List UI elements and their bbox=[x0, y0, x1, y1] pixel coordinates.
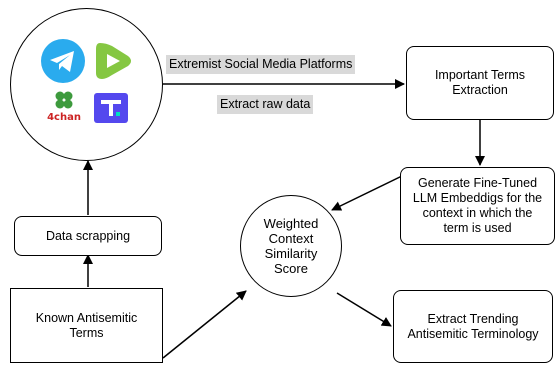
rumble-icon bbox=[92, 37, 136, 90]
extract-raw-data-label: Extract raw data bbox=[217, 95, 314, 114]
data-scrapping-box: Data scrapping bbox=[14, 216, 162, 256]
platforms-label: Extremist Social Media Platforms bbox=[166, 55, 356, 74]
4chan-icon: 4chan bbox=[44, 90, 84, 123]
arrow-embeddings-to-score bbox=[331, 174, 405, 211]
truth-social-icon bbox=[94, 93, 128, 128]
extract-trending-box: Extract Trending Antisemitic Terminology bbox=[393, 290, 553, 363]
4chan-logo-text: 4chan bbox=[47, 112, 81, 123]
known-terms-box: Known Antisemitic Terms bbox=[10, 288, 163, 363]
important-terms-box: Important Terms Extraction bbox=[406, 46, 554, 120]
arrow-known-to-score bbox=[162, 290, 247, 359]
platforms-circle bbox=[10, 8, 163, 161]
generate-embeddings-box: Generate Fine-Tuned LLM Embeddigs for th… bbox=[400, 167, 555, 245]
arrow-score-to-trending bbox=[336, 292, 392, 327]
telegram-icon bbox=[40, 38, 86, 89]
weighted-score-circle: Weighted Context Similarity Score bbox=[240, 195, 342, 297]
